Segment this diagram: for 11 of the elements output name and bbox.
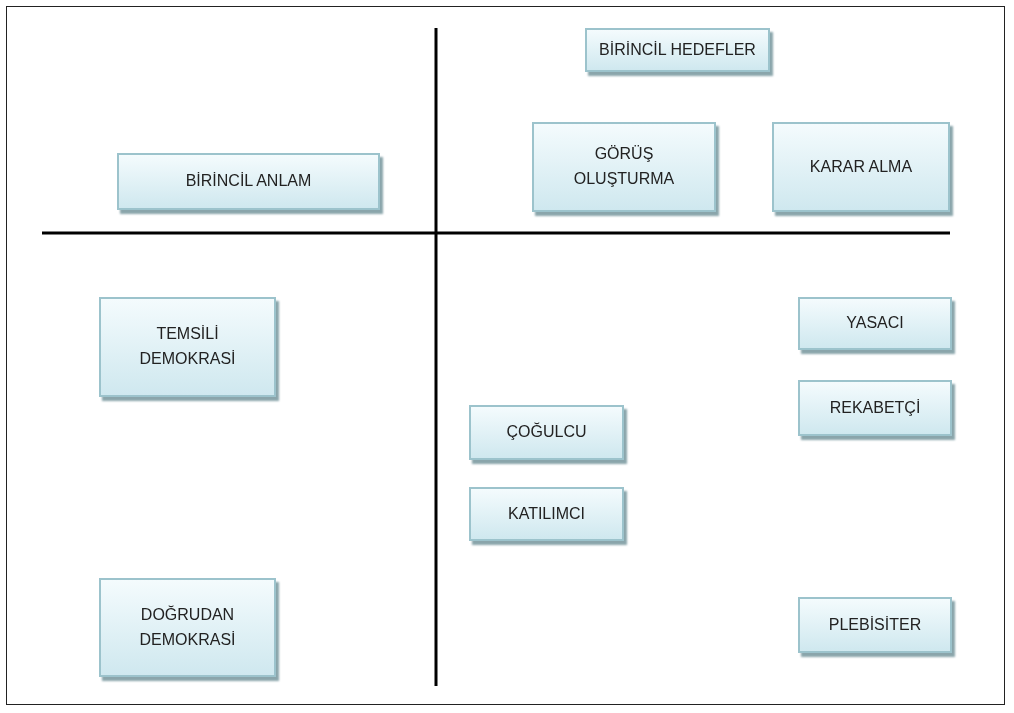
label-box: GÖRÜŞ OLUŞTURMA <box>532 122 716 212</box>
label-box: DOĞRUDAN DEMOKRASİ <box>99 578 276 677</box>
label-box: PLEBİSİTER <box>798 597 952 653</box>
label-box: ÇOĞULCU <box>469 405 624 460</box>
label-box: KATILIMCI <box>469 487 624 541</box>
label-box: REKABETÇİ <box>798 380 952 436</box>
label-box: TEMSİLİ DEMOKRASİ <box>99 297 276 397</box>
label-box: BİRİNCİL ANLAM <box>117 153 380 210</box>
label-box: YASACI <box>798 297 952 350</box>
label-box: BİRİNCİL HEDEFLER <box>585 28 770 72</box>
label-box: KARAR ALMA <box>772 122 950 212</box>
